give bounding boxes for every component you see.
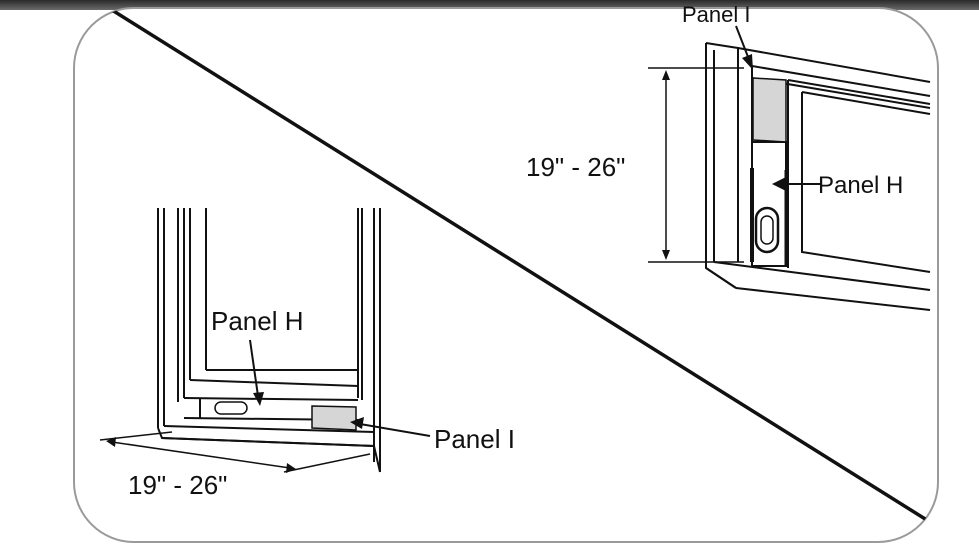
panel-h-right-label: Panel H xyxy=(818,172,903,199)
panel-i-shaded-left xyxy=(312,406,356,430)
vertical-dimension-label: 19" - 26" xyxy=(526,152,625,182)
panel-i-shaded-top xyxy=(753,78,786,142)
panel-h-left-label: Panel H xyxy=(211,306,304,336)
panel-i-left-label: Panel I xyxy=(434,424,515,454)
horizontal-dimension-label: 19" - 26" xyxy=(128,470,227,500)
panel-i-top-label: Panel I xyxy=(682,2,751,27)
